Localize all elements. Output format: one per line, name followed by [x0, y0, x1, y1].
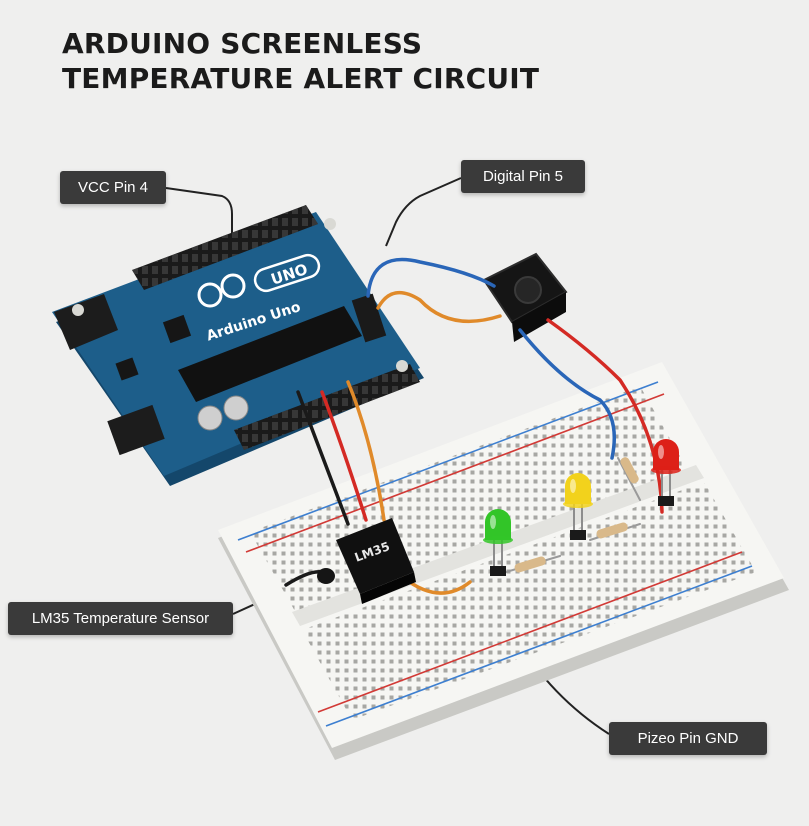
wires [284, 257, 664, 595]
resistor-3 [617, 457, 641, 501]
resistor-2 [589, 522, 641, 541]
callout-piezo-gnd: Pizeo Pin GND [609, 722, 767, 755]
led-group [483, 439, 681, 576]
callout-lm35-sensor: LM35 Temperature Sensor [8, 602, 233, 635]
resistor-1 [505, 555, 561, 573]
wire-orange-sensor [346, 380, 386, 522]
callout-vcc-pin: VCC Pin 4 [60, 171, 166, 204]
wire-orange-header [376, 290, 502, 324]
wire-blue-header [366, 257, 496, 298]
green-led [483, 509, 513, 576]
title-line-1: ARDUINO SCREENLESS [62, 27, 423, 60]
wire-red-sensor [320, 390, 368, 522]
leader-digital [385, 177, 462, 247]
red-led [651, 439, 681, 506]
title-line-2: TEMPERATURE ALERT CIRCUIT [62, 62, 540, 95]
lm35-sensor: LM35 [317, 518, 416, 604]
diagram-title: ARDUINO SCREENLESS TEMPERATURE ALERT CIR… [62, 26, 539, 96]
wire-blue-buzzer [518, 328, 616, 460]
leader-vcc [165, 187, 233, 262]
resistors [505, 457, 641, 573]
piezo-buzzer [482, 252, 568, 342]
wire-black-sensor [296, 390, 350, 526]
arduino-uno-board: UNO Arduino Uno [52, 205, 424, 486]
callout-digital-pin: Digital Pin 5 [461, 160, 585, 193]
yellow-led [563, 473, 593, 540]
